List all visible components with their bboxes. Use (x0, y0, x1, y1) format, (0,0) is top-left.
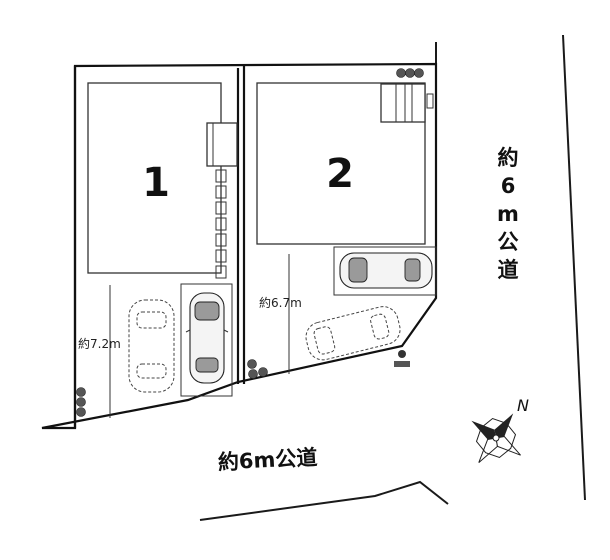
lot2-entrance (380, 83, 426, 123)
east-road-char-5: 道 (498, 258, 519, 282)
lot1-stepping-stones (215, 169, 227, 279)
east-road-char-1: 約 (498, 146, 519, 170)
lot2-parking-space (333, 246, 437, 296)
lot1-depth-label: 約7.2m (78, 336, 121, 351)
lot2-parked-car (339, 252, 433, 289)
east-road-far-edge (562, 34, 586, 501)
lot2-dashed-car (305, 306, 401, 361)
east-road-char-2: 6 (501, 174, 516, 198)
lot2-meter (426, 93, 434, 109)
east-road-label: 約 6 m 公 道 (497, 146, 519, 282)
compass-rose-icon (471, 413, 521, 463)
lot1-entrance (206, 122, 238, 167)
south-road-far-edge (199, 480, 449, 521)
lot1-parking-space (180, 283, 233, 397)
lot1-house (87, 82, 222, 274)
lot2-number: 2 (326, 151, 354, 197)
south-road-label: 約6m公道 (217, 445, 318, 474)
utility-pole-icon (394, 350, 410, 367)
lot1-parked-car (185, 292, 229, 384)
shrubs-lot1-southwest (76, 387, 86, 417)
east-road-char-3: m (497, 202, 519, 226)
lot2-depth-label: 約6.7m (259, 295, 302, 310)
shrubs-northeast (396, 68, 424, 78)
east-road-char-4: 公 (498, 230, 519, 254)
lot1-dashed-car (128, 299, 175, 393)
compass-north-label: N (517, 396, 529, 415)
lot1-number: 1 (142, 160, 170, 206)
shrubs-lot2-southwest (247, 359, 268, 379)
